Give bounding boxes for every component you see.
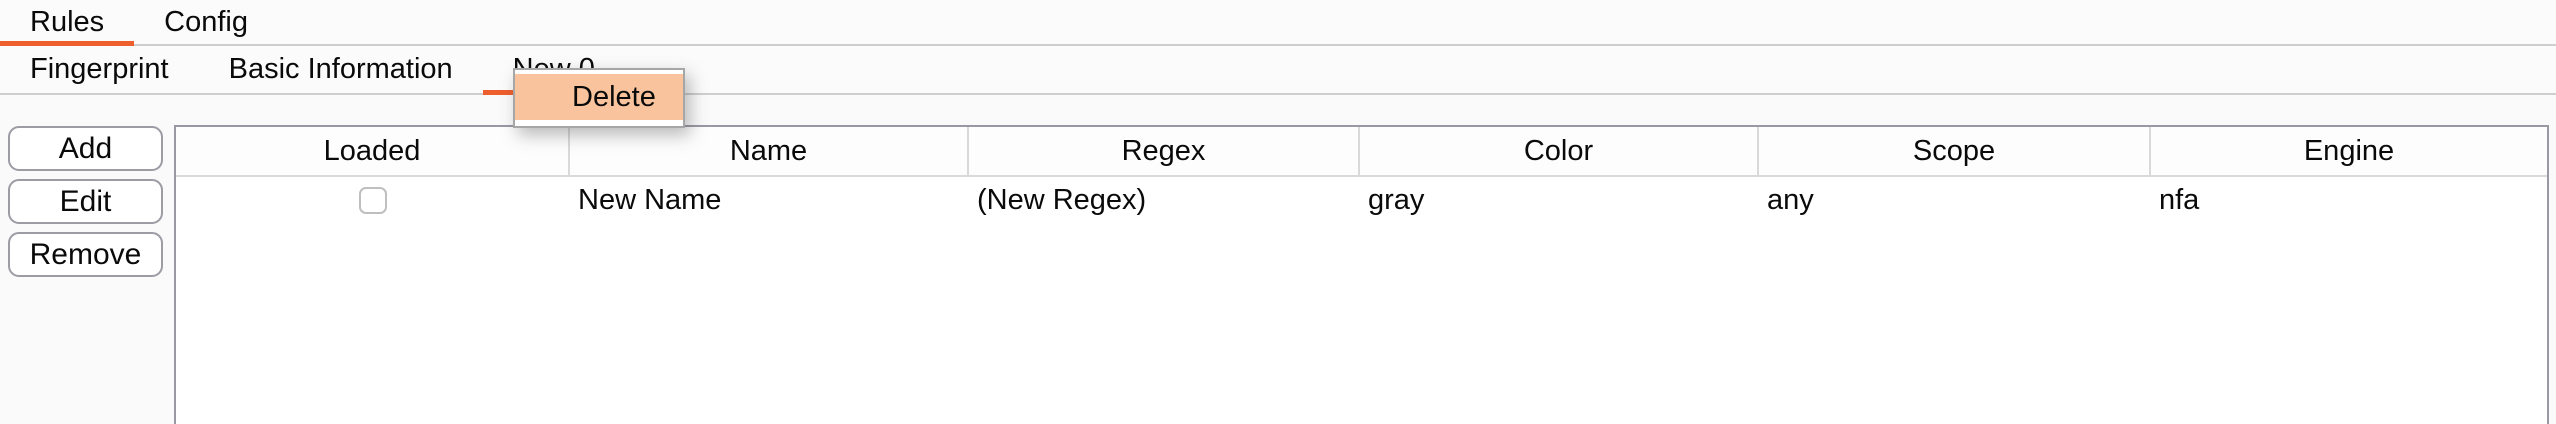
actions-panel: Add Edit Remove	[8, 126, 163, 277]
tab-rules[interactable]: Rules	[0, 0, 135, 46]
add-button[interactable]: Add	[8, 126, 163, 171]
context-menu: Delete	[513, 68, 685, 128]
table-row[interactable]: New Name (New Regex) gray any nfa	[176, 177, 2547, 223]
menu-item-delete[interactable]: Delete	[515, 74, 683, 120]
regex-cell[interactable]: (New Regex)	[977, 183, 1147, 216]
tab-fingerprint[interactable]: Fingerprint	[30, 53, 169, 85]
column-header-name[interactable]: Name	[570, 127, 969, 175]
remove-button[interactable]: Remove	[8, 232, 163, 277]
scope-cell[interactable]: any	[1767, 183, 1814, 216]
rules-table: Loaded Name Regex Color Scope Engine New…	[174, 125, 2549, 424]
loaded-cell	[176, 177, 570, 223]
column-header-regex[interactable]: Regex	[969, 127, 1360, 175]
tab-config[interactable]: Config	[164, 5, 248, 38]
engine-cell[interactable]: nfa	[2159, 183, 2200, 216]
edit-button[interactable]: Edit	[8, 179, 163, 224]
name-cell[interactable]: New Name	[578, 183, 722, 216]
table-header: Loaded Name Regex Color Scope Engine	[176, 127, 2547, 177]
column-header-loaded[interactable]: Loaded	[176, 127, 570, 175]
column-header-color[interactable]: Color	[1360, 127, 1759, 175]
tabbar-primary: Rules Config	[0, 0, 2556, 46]
loaded-checkbox[interactable]	[359, 186, 387, 214]
color-cell[interactable]: gray	[1368, 183, 1425, 216]
tab-basic-information[interactable]: Basic Information	[228, 53, 453, 85]
column-header-engine[interactable]: Engine	[2303, 134, 2395, 167]
tabbar-secondary: Fingerprint Basic Information New 0	[0, 46, 2556, 95]
column-header-scope[interactable]: Scope	[1759, 127, 2151, 175]
